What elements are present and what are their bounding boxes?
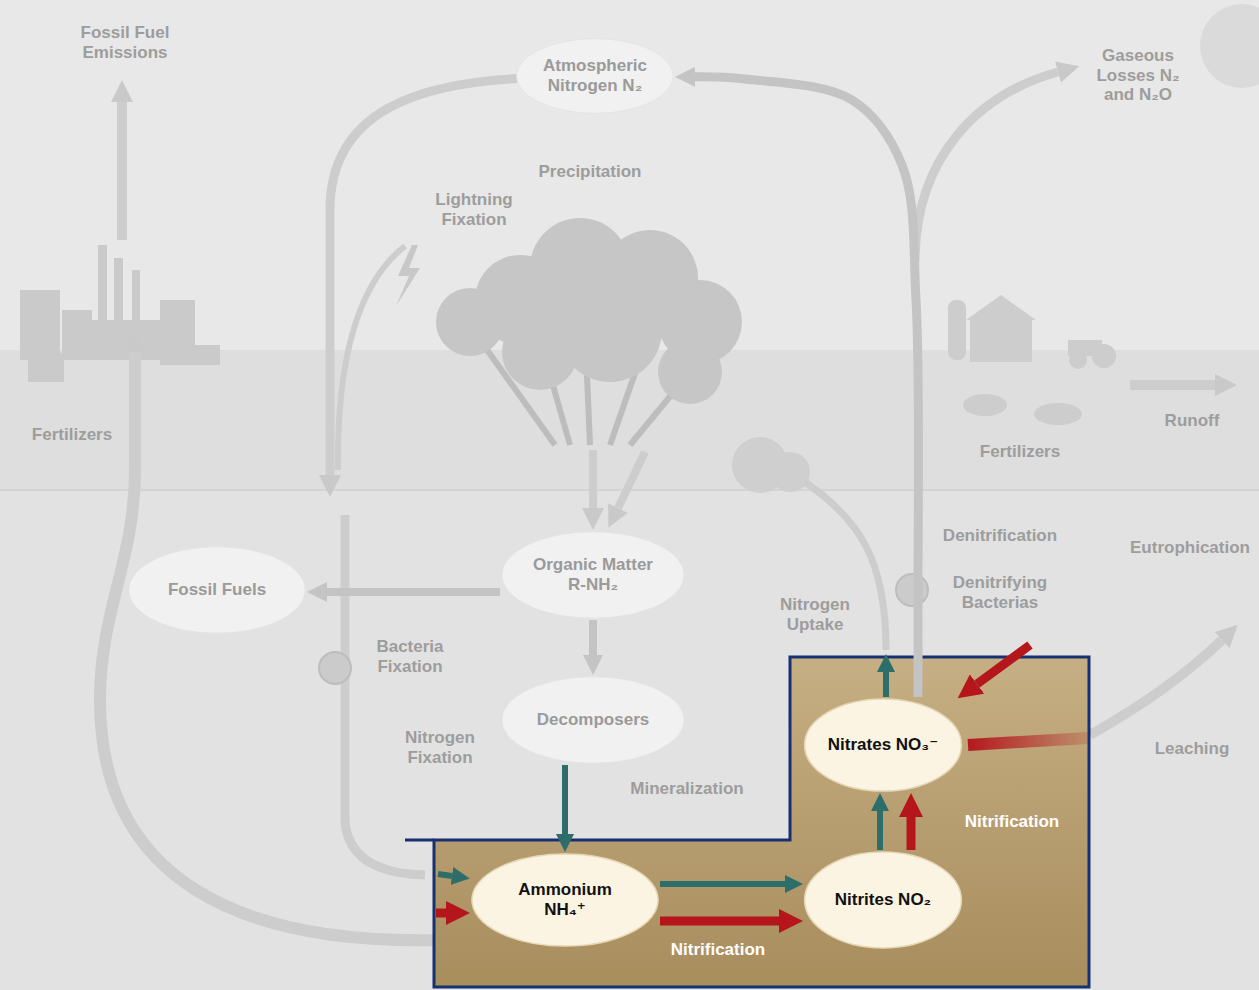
factory: [90, 320, 160, 360]
farm: [948, 295, 1116, 425]
process-label: Lightning Fixation: [424, 190, 524, 229]
organism-label: Denitrifying Bacterias: [938, 573, 1063, 612]
source-label: Fertilizers: [980, 442, 1060, 462]
process-label: Eutrophication: [1130, 538, 1250, 558]
flow-arrow: [907, 817, 916, 850]
bacteria-icon: [896, 574, 928, 606]
flow-arrow: [660, 881, 785, 887]
factory: [160, 345, 220, 365]
node-label: Ammonium NH₄⁺: [515, 880, 615, 921]
farm: [948, 300, 966, 360]
node-label: Organic Matter R-NH₂: [523, 555, 663, 596]
gas-label: Gaseous Losses N₂ and N₂O: [1091, 46, 1186, 105]
ground: [0, 490, 1259, 990]
ellipse-shape: [805, 852, 962, 948]
panel-arrows: [436, 909, 446, 918]
factory: [114, 258, 123, 325]
factory: [20, 340, 70, 360]
pool-ellipse: Organic Matter R-NH₂: [500, 530, 686, 620]
compound-ellipse: Nitrates NO₃⁻: [803, 697, 963, 793]
emission-label: Fossil Fuel Emissions: [70, 23, 180, 62]
cycle-arrows: [915, 72, 1058, 262]
process-label: Bacteria Fixation: [365, 637, 455, 676]
ellipse-shape: [502, 532, 684, 618]
cycle-arrows: [618, 452, 645, 508]
ellipse-shape: [472, 854, 658, 946]
node-label: Nitrites NO₂: [835, 890, 931, 910]
tree: [770, 452, 810, 492]
node-label: Atmospheric Nitrogen N₂: [535, 56, 655, 97]
ellipse-shape: [502, 677, 684, 763]
connectors: [327, 77, 919, 921]
factory: [132, 270, 140, 325]
pool-ellipse: Decomposers: [500, 675, 686, 765]
process-label: Denitrification: [943, 526, 1057, 546]
panel-arrows: [968, 738, 1088, 745]
process-label: Nitrogen Uptake: [775, 595, 855, 634]
tree: [658, 340, 722, 404]
farm: [1069, 351, 1087, 369]
flow-arrow: [589, 620, 597, 655]
cycle-arrows: [345, 515, 425, 875]
ellipse-shape: [805, 699, 962, 791]
flow-arrow: [877, 811, 883, 850]
tree: [436, 218, 742, 404]
edge-label: Nitrification: [965, 812, 1059, 832]
farm: [970, 318, 1032, 362]
compound-ellipse: Ammonium NH₄⁺: [470, 852, 660, 948]
tree: [502, 314, 578, 390]
panel-arrows: [977, 645, 1030, 684]
pool-ellipse: Atmospheric Nitrogen N₂: [515, 37, 675, 115]
sun: [1200, 4, 1259, 88]
process-label: Precipitation: [539, 162, 642, 182]
edge-label: Nitrification: [671, 940, 765, 960]
factory: [62, 310, 92, 360]
farm: [1034, 403, 1082, 425]
ellipse-shape: [517, 39, 674, 114]
cycle-arrows: [1130, 380, 1215, 390]
farm: [1092, 344, 1116, 368]
tree: [732, 437, 810, 493]
flow-arrow: [660, 917, 779, 926]
compound-ellipse: Nitrites NO₂: [803, 850, 963, 950]
process-label: Leaching: [1155, 739, 1230, 759]
node-label: Nitrates NO₃⁻: [828, 735, 938, 755]
process-label: Nitrogen Fixation: [395, 728, 485, 767]
tree: [436, 218, 810, 493]
edge-label: Mineralization: [630, 779, 743, 799]
tree: [436, 288, 504, 356]
flow-arrow: [327, 588, 500, 596]
bacteria-icon: [319, 652, 351, 684]
pool-ellipse: Fossil Fuels: [127, 545, 307, 635]
cycle-arrows: [117, 102, 127, 240]
factory: [20, 245, 220, 382]
highlight-panel: [434, 657, 1089, 987]
ellipse-shape: [129, 547, 305, 633]
cycle-arrows: [338, 246, 405, 470]
farm: [963, 394, 1007, 416]
cycle-arrows: [589, 450, 597, 508]
node-label: Decomposers: [537, 710, 649, 730]
panel-arrows: [883, 672, 889, 697]
source-label: Fertilizers: [32, 425, 112, 445]
factory: [28, 360, 64, 382]
process-label: Runoff: [1165, 411, 1220, 431]
farm: [966, 295, 1036, 320]
node-label: Fossil Fuels: [168, 580, 266, 600]
flow-arrow: [562, 765, 568, 834]
panel-arrows: [438, 874, 452, 876]
factory: [98, 245, 107, 325]
panel-border: [405, 839, 434, 842]
flow-arrow: [695, 77, 919, 697]
cycle-arrows: [1090, 640, 1222, 735]
cycle-arrows: [330, 78, 528, 475]
